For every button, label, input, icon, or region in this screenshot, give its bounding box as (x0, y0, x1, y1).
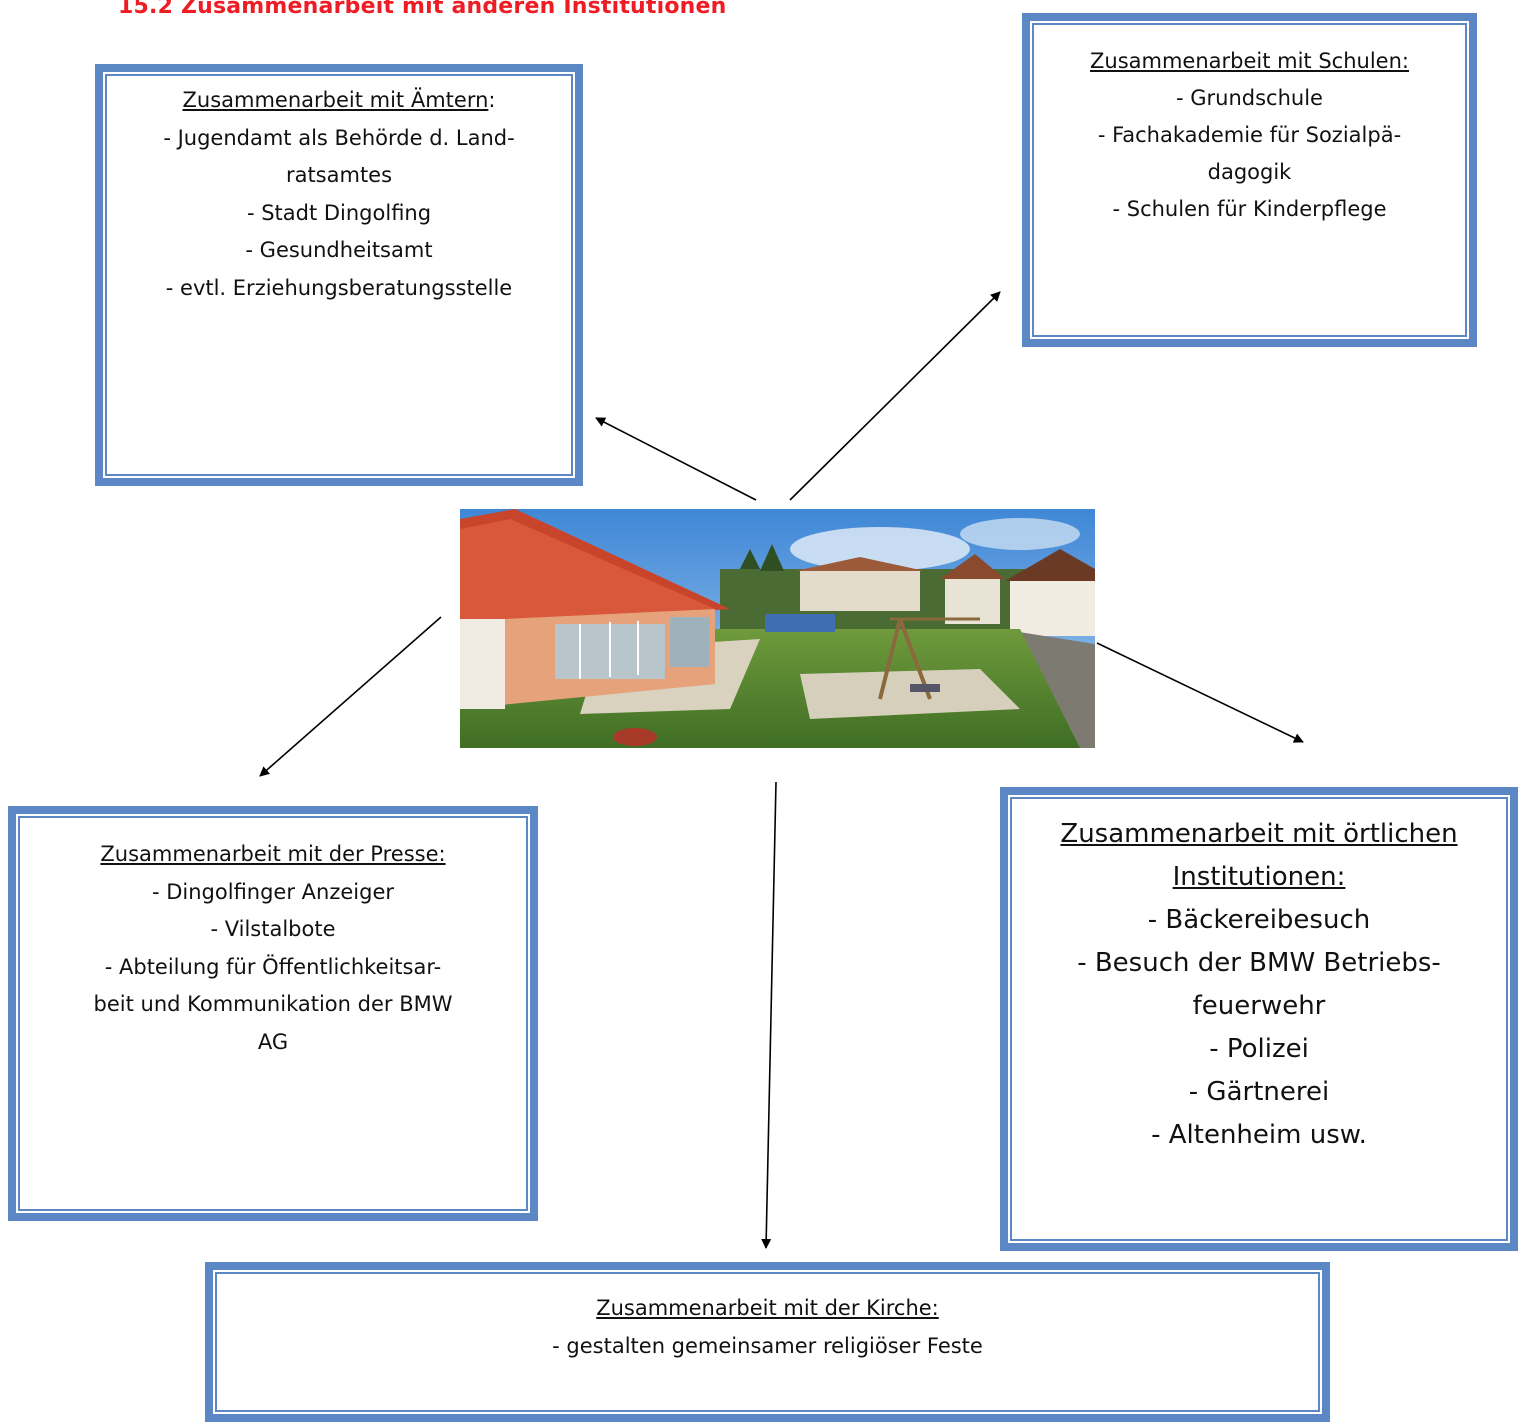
box-schulen-item: - Fachakademie für Sozialpä- (1097, 123, 1402, 147)
box-presse: Zusammenarbeit mit der Presse: - Dingolf… (8, 806, 538, 1221)
box-schulen-item: dagogik (1207, 160, 1292, 184)
box-presse-item: - Dingolfinger Anzeiger (151, 879, 394, 904)
box-oertlich-item: - Gärtnerei (1188, 1077, 1330, 1107)
kindergarten-photo (460, 509, 1095, 748)
box-aemter-item: ratsamtes (285, 163, 393, 187)
box-presse-item: - Vilstalbote (210, 917, 336, 941)
box-oertlich-heading: Institutionen: (1172, 862, 1346, 892)
arrow-to-kirche (761, 781, 777, 1249)
box-presse-item: AG (257, 1029, 289, 1054)
box-presse-heading: Zusammenarbeit mit der Presse: (100, 842, 446, 866)
box-kirche-heading: Zusammenarbeit mit der Kirche: (596, 1296, 939, 1320)
box-aemter: Zusammenarbeit mit Ämtern: - Jugendamt a… (95, 64, 583, 486)
box-schulen-item: - Schulen für Kinderpflege (1112, 197, 1387, 221)
box-schulen-item: - Grundschule (1176, 86, 1323, 110)
box-aemter-item: - Jugendamt als Behörde d. Land- (163, 125, 515, 150)
box-oertlich-heading: Zusammenarbeit mit örtlichen (1060, 819, 1458, 849)
arrow-to-schulen (789, 291, 1001, 501)
arrow-to-oertliche (1096, 642, 1304, 743)
box-oertlich-item: - Polizei (1209, 1034, 1309, 1064)
box-aemter-heading: Zusammenarbeit mit Ämtern (182, 88, 489, 112)
box-oertliche-institutionen: Zusammenarbeit mit örtlichen Institution… (1000, 787, 1518, 1251)
page-title: 15.2 Zusammenarbeit mit anderen Institut… (118, 0, 727, 19)
box-presse-item: - Abteilung für Öffentlichkeitsar- (104, 954, 442, 979)
box-schulen: Zusammenarbeit mit Schulen: - Grundschul… (1022, 13, 1477, 347)
box-presse-item: beit und Kommunikation der BMW (93, 992, 453, 1016)
box-oertlich-item: - Bäckereibesuch (1147, 905, 1371, 935)
box-aemter-item: - Stadt Dingolfing (246, 200, 432, 225)
box-oertlich-item: - Altenheim usw. (1151, 1120, 1367, 1150)
box-aemter-item: - Gesundheitsamt (245, 238, 433, 262)
box-oertlich-item: feuerwehr (1192, 991, 1326, 1021)
box-schulen-heading: Zusammenarbeit mit Schulen: (1090, 49, 1409, 73)
box-aemter-item: - evtl. Erziehungsberatungsstelle (165, 275, 513, 300)
box-kirche-item: - gestalten gemeinsamer religiöser Feste (552, 1333, 983, 1358)
arrow-to-presse (259, 616, 442, 777)
box-aemter-heading-line: Zusammenarbeit mit Ämtern: (103, 82, 575, 120)
arrow-to-aemter (595, 417, 757, 501)
box-aemter-heading-suffix: : (488, 88, 496, 112)
box-oertlich-item: - Besuch der BMW Betriebs- (1077, 948, 1441, 978)
